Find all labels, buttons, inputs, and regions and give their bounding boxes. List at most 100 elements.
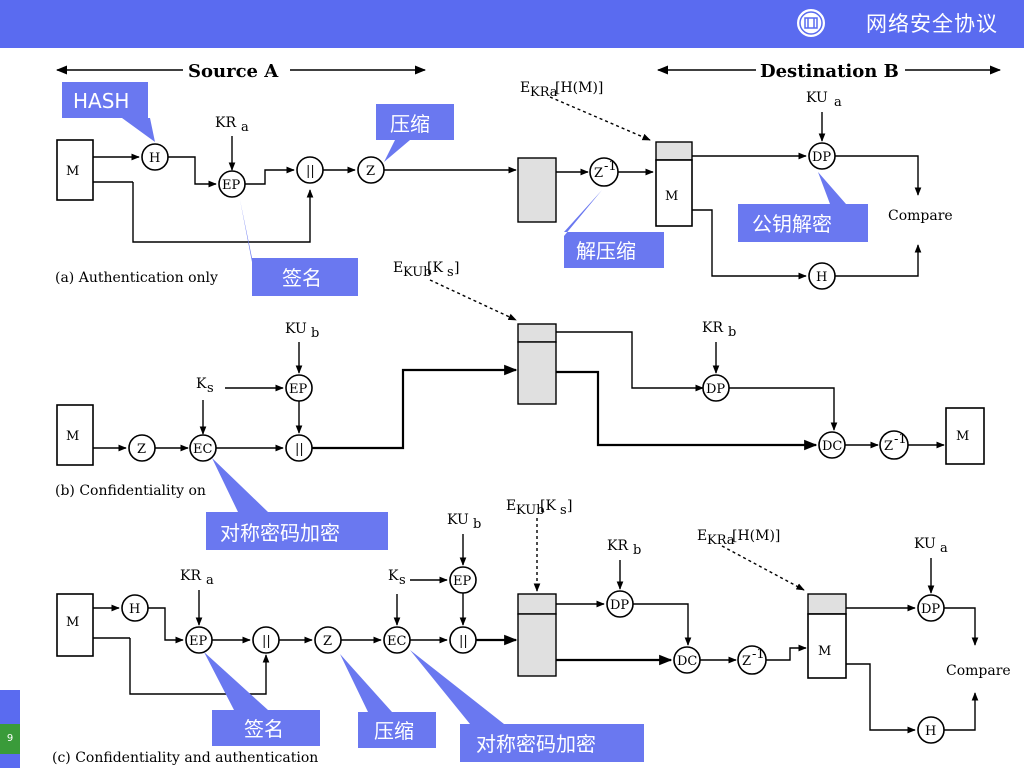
svg-text:DP: DP (610, 598, 629, 613)
svg-text:||: || (295, 442, 304, 457)
svg-text:[K: [K (540, 498, 556, 514)
source-header: Source A (55, 61, 427, 82)
svg-text:KUb: KUb (403, 265, 432, 280)
section-b: M Z K s EC KU b EP || E KUb [K s ] (55, 260, 985, 499)
page-title: 网络安全协议 (866, 12, 998, 36)
svg-text:H: H (816, 270, 827, 285)
svg-text:K: K (388, 568, 399, 584)
caption-a: (a) Authentication only (55, 270, 218, 286)
svg-text:KR: KR (215, 115, 236, 131)
svg-text:E: E (506, 498, 516, 514)
svg-text:DP: DP (812, 150, 831, 165)
callout-pub-decrypt: 公钥解密 (738, 172, 868, 242)
svg-text:||: || (262, 634, 271, 649)
callout-compress: 压缩 (376, 104, 454, 162)
svg-text:对称密码加密: 对称密码加密 (220, 521, 340, 545)
header-bar (0, 0, 1024, 48)
svg-text:Z: Z (884, 439, 893, 454)
svg-text:M: M (66, 615, 79, 630)
destination-header: Destination B (656, 61, 1002, 82)
svg-text:[K: [K (427, 260, 443, 276)
svg-text:DC: DC (677, 654, 697, 669)
svg-text:-1: -1 (604, 159, 617, 174)
svg-text:KU: KU (806, 90, 828, 106)
svg-text:s: s (399, 573, 406, 588)
svg-text:KR: KR (180, 568, 201, 584)
svg-text:[H(M)]: [H(M)] (732, 528, 780, 544)
svg-text:EP: EP (222, 178, 240, 193)
svg-text:KU: KU (447, 512, 469, 528)
svg-text:对称密码加密: 对称密码加密 (476, 732, 596, 756)
svg-text:签名: 签名 (282, 266, 322, 290)
caption-c: (c) Confidentiality and authentication (52, 750, 318, 766)
svg-text:压缩: 压缩 (374, 719, 414, 743)
message-label: M (66, 164, 79, 179)
svg-text:E: E (697, 528, 707, 544)
svg-text:EP: EP (189, 634, 207, 649)
source-label: Source A (188, 61, 279, 82)
svg-text:压缩: 压缩 (390, 112, 430, 136)
svg-text:Z: Z (366, 164, 375, 179)
node-label: H (149, 151, 160, 166)
svg-text:s: s (560, 503, 567, 518)
svg-text:HASH: HASH (73, 89, 129, 113)
svg-text:-1: -1 (752, 647, 765, 662)
svg-text:M: M (665, 189, 678, 204)
destination-label: Destination B (760, 61, 899, 82)
svg-text:DC: DC (822, 439, 842, 454)
svg-text:KRa: KRa (707, 533, 735, 548)
svg-text:b: b (311, 326, 319, 341)
svg-text:b: b (473, 517, 481, 532)
svg-text:E: E (520, 80, 530, 96)
svg-text:Z: Z (137, 442, 146, 457)
compare-label: Compare (888, 208, 953, 224)
svg-text:KRa: KRa (530, 85, 558, 100)
svg-text:公钥解密: 公钥解密 (752, 212, 832, 236)
svg-text:H: H (129, 602, 140, 617)
svg-text:Z: Z (742, 654, 751, 669)
section-a: M H KR a EP || Z Z -1 E KRa (55, 80, 953, 290)
message-box (56, 139, 94, 201)
callout-sym-encrypt: 对称密码加密 (206, 458, 388, 550)
svg-text:EC: EC (193, 442, 212, 457)
svg-text:签名: 签名 (244, 717, 284, 741)
svg-text:M: M (956, 429, 969, 444)
svg-text:b: b (728, 325, 736, 340)
svg-text:a: a (834, 95, 842, 110)
section-c: M H KR a EP || Z K s EC KU (52, 498, 1011, 766)
svg-text:H: H (925, 724, 936, 739)
callout-decompress: 解压缩 (564, 190, 664, 268)
svg-text:[H(M)]: [H(M)] (555, 80, 603, 96)
svg-text:Z: Z (594, 166, 603, 181)
callout-sign: 签名 (240, 200, 358, 296)
svg-text:KU: KU (914, 536, 936, 552)
university-logo-icon (795, 7, 827, 39)
svg-text:a: a (206, 573, 214, 588)
callout-compress2: 压缩 (340, 654, 436, 748)
svg-text:M: M (818, 644, 831, 659)
svg-text:s: s (447, 265, 454, 280)
page-number: 9 (0, 724, 20, 754)
svg-text:E: E (393, 260, 403, 276)
svg-text:K: K (196, 376, 207, 392)
svg-text:Compare: Compare (946, 663, 1011, 679)
svg-text:]: ] (567, 498, 572, 514)
svg-text:M: M (66, 429, 79, 444)
svg-text:EC: EC (387, 634, 406, 649)
svg-text:b: b (633, 543, 641, 558)
svg-text:s: s (207, 381, 214, 396)
svg-text:a: a (940, 541, 948, 556)
svg-text:解压缩: 解压缩 (576, 239, 636, 263)
svg-text:Z: Z (323, 634, 332, 649)
svg-text:||: || (306, 164, 315, 179)
svg-text:DP: DP (706, 382, 725, 397)
svg-text:KR: KR (702, 320, 723, 336)
packet-box (517, 157, 557, 223)
callout-sym-encrypt2: 对称密码加密 (410, 650, 644, 762)
callout-sign2: 签名 (204, 652, 320, 746)
svg-text:EP: EP (453, 574, 471, 589)
svg-text:||: || (459, 634, 468, 649)
svg-text:a: a (241, 120, 249, 135)
